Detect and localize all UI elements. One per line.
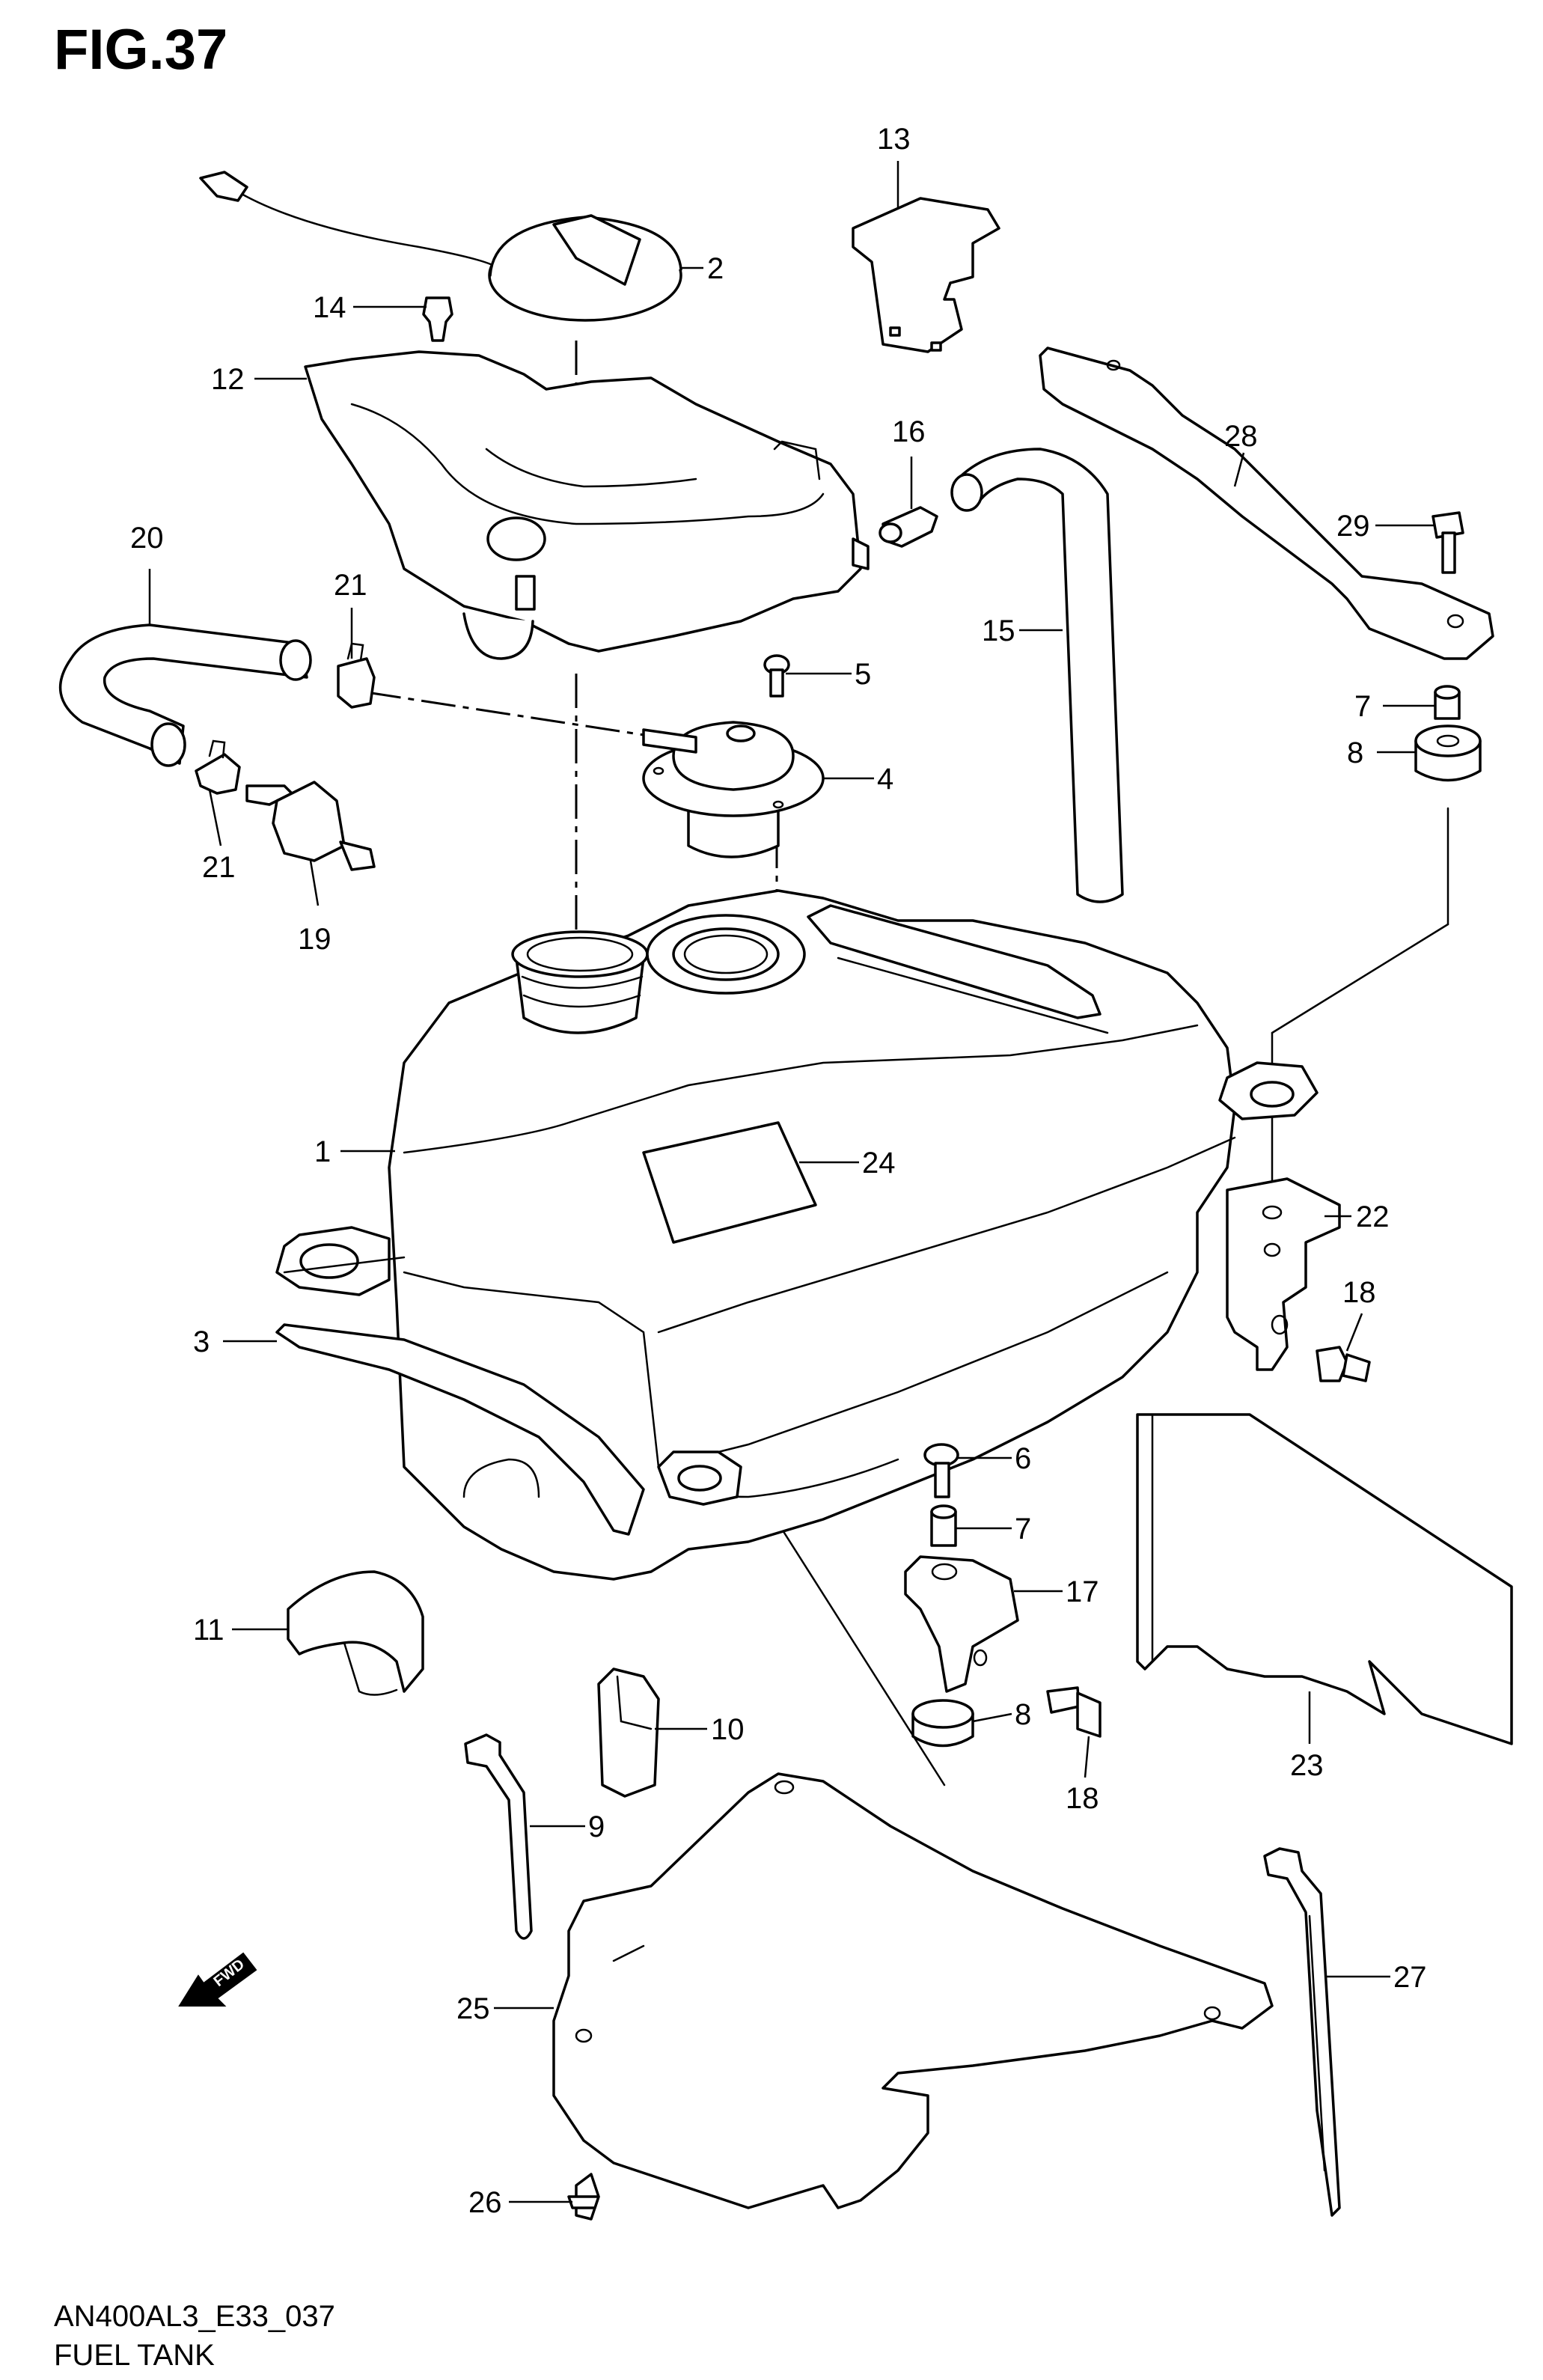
- callout-21-lower: 21: [202, 851, 236, 884]
- vent-hose: [58, 623, 312, 767]
- filler-housing: [304, 350, 870, 660]
- callout-3: 3: [193, 1325, 210, 1358]
- fwd-arrow: FWD: [178, 1952, 257, 2007]
- leader-lines: [148, 161, 1435, 2203]
- tank-mount-bracket: [1226, 1177, 1341, 1371]
- figure-name: FUEL TANK: [54, 2339, 215, 2372]
- rubber-mount-8-lower: [911, 1699, 974, 1748]
- clip-10: [597, 1667, 660, 1798]
- rubber-mount-8-upper: [1414, 724, 1482, 782]
- callout-16: 16: [892, 415, 926, 448]
- strap-9: [464, 1733, 533, 1940]
- push-rivet-26: [567, 2173, 600, 2221]
- fuel-tank: [275, 889, 1319, 1581]
- bolt-18-upper: [1316, 1346, 1371, 1382]
- fuel-filter: [245, 781, 376, 871]
- callout-10: 10: [711, 1713, 745, 1746]
- callout-7-lower: 7: [1015, 1513, 1031, 1546]
- figure-title: FIG.37: [54, 18, 227, 82]
- cover-block: [852, 197, 1000, 353]
- callout-14: 14: [313, 291, 346, 324]
- callout-19: 19: [298, 923, 331, 956]
- guard-plate: [552, 1772, 1274, 2209]
- callout-23: 23: [1290, 1749, 1324, 1782]
- bolt-29: [1432, 511, 1464, 574]
- callout-24: 24: [862, 1147, 896, 1180]
- heat-shield: [1136, 1413, 1513, 1745]
- callout-labels: 1 2 3 4 5 6 7 7 8 8 9 10 11 12 13 14 15 …: [130, 123, 1427, 2219]
- tank-bracket: [1039, 347, 1494, 660]
- callout-28: 28: [1224, 420, 1258, 453]
- figure-code: AN400AL3_E33_037: [54, 2300, 335, 2333]
- callout-26: 26: [468, 2186, 502, 2219]
- fuel-pump-unit: [642, 721, 825, 858]
- callout-15: 15: [982, 614, 1015, 647]
- callout-6: 6: [1015, 1442, 1031, 1475]
- lower-bracket: [904, 1555, 1019, 1693]
- callout-7-upper: 7: [1354, 690, 1371, 723]
- callout-1: 1: [314, 1135, 331, 1168]
- callout-18-upper: 18: [1342, 1276, 1376, 1309]
- callout-27: 27: [1393, 1961, 1427, 1994]
- screw-5: [763, 654, 790, 698]
- bolt-18-lower: [1046, 1686, 1102, 1738]
- hose-joint: [879, 506, 938, 548]
- callout-20: 20: [130, 522, 164, 555]
- callout-4: 4: [877, 763, 893, 796]
- callout-13: 13: [877, 123, 911, 156]
- hose-clamp-upper: [337, 642, 376, 709]
- callout-25: 25: [456, 1992, 490, 2025]
- cable-tie: [1263, 1847, 1341, 2217]
- callout-2: 2: [707, 252, 724, 285]
- callout-17: 17: [1066, 1575, 1099, 1608]
- rubber-cushion: [287, 1570, 424, 1696]
- seal-strip: [275, 1323, 645, 1536]
- callout-18-lower: 18: [1066, 1782, 1099, 1815]
- callout-9: 9: [588, 1810, 605, 1843]
- breather-hose: [950, 448, 1124, 903]
- callout-8-lower: 8: [1015, 1698, 1031, 1731]
- callout-5: 5: [855, 658, 871, 691]
- bolt-6: [923, 1443, 959, 1498]
- callout-8-upper: 8: [1347, 736, 1363, 769]
- callout-29: 29: [1336, 510, 1370, 543]
- fuel-cap: [199, 171, 682, 322]
- collar-7-upper: [1434, 685, 1461, 720]
- push-clip: [422, 296, 453, 342]
- callout-11: 11: [193, 1614, 224, 1647]
- callout-12: 12: [211, 363, 245, 396]
- callout-22: 22: [1356, 1200, 1390, 1233]
- callout-21-upper: 21: [334, 569, 367, 602]
- collar-7-lower: [930, 1504, 957, 1547]
- hose-clamp-lower: [195, 739, 241, 795]
